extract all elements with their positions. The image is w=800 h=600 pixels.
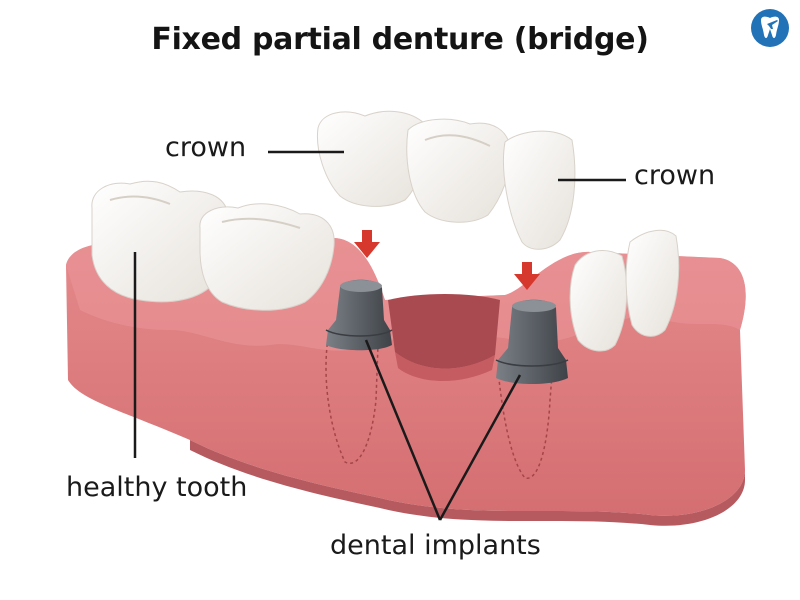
healthy-tooth-incisor-1 bbox=[569, 249, 628, 352]
crown-right-label: crown bbox=[634, 160, 716, 191]
implant-right-leader bbox=[438, 374, 522, 521]
implant-abutment-right bbox=[495, 299, 569, 384]
dental-implants-label: dental implants bbox=[330, 530, 541, 561]
diagram-title: Fixed partial denture (bridge) bbox=[151, 22, 649, 57]
leader-lines bbox=[133, 150, 626, 521]
healthy-tooth-incisor-2 bbox=[625, 229, 680, 337]
healthy-tooth-label: healthy tooth bbox=[66, 472, 248, 503]
insertion-arrow-left bbox=[354, 230, 380, 258]
tooth-airplane-icon bbox=[751, 9, 789, 47]
implant-left-leader bbox=[364, 339, 442, 521]
bridge-crowns bbox=[316, 110, 576, 250]
implant-abutment-left bbox=[325, 279, 393, 351]
insertion-arrow-right bbox=[514, 262, 540, 290]
healthy-tooth-molar-2 bbox=[199, 203, 335, 311]
crown-left-label: crown bbox=[165, 132, 247, 163]
